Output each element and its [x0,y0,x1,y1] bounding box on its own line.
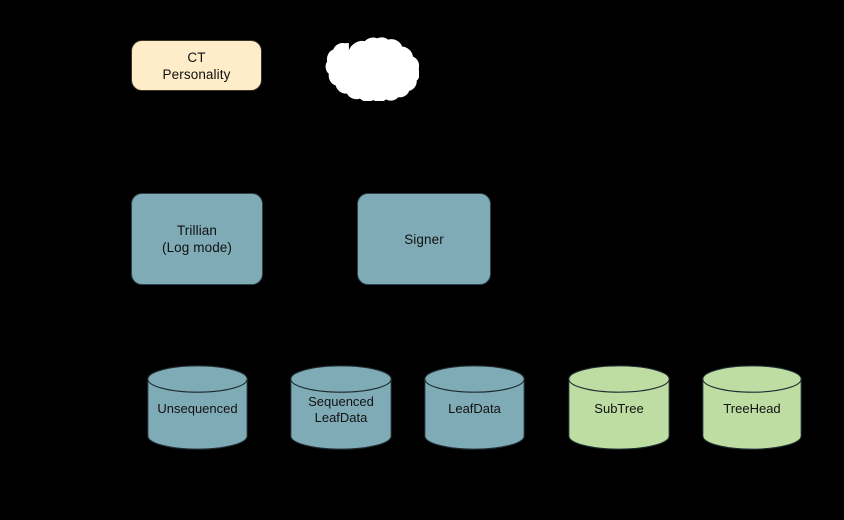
node-ct-personality-label: CT Personality [162,49,231,82]
node-ct-personality[interactable]: CT Personality [131,40,262,91]
node-signer-label: Signer [404,231,444,247]
node-trillian-log-mode[interactable]: Trillian (Log mode) [131,193,263,285]
node-treehead[interactable]: TreeHead [702,365,802,450]
node-unsequenced[interactable]: Unsequenced [147,365,248,450]
node-subtree[interactable]: SubTree [568,365,670,450]
node-leafdata[interactable]: LeafData [424,365,525,450]
node-signer[interactable]: Signer [357,193,491,285]
node-sequenced-leafdata[interactable]: Sequenced LeafData [290,365,392,450]
cloud-icon [322,37,419,101]
node-trillian-log-mode-label: Trillian (Log mode) [161,223,233,255]
